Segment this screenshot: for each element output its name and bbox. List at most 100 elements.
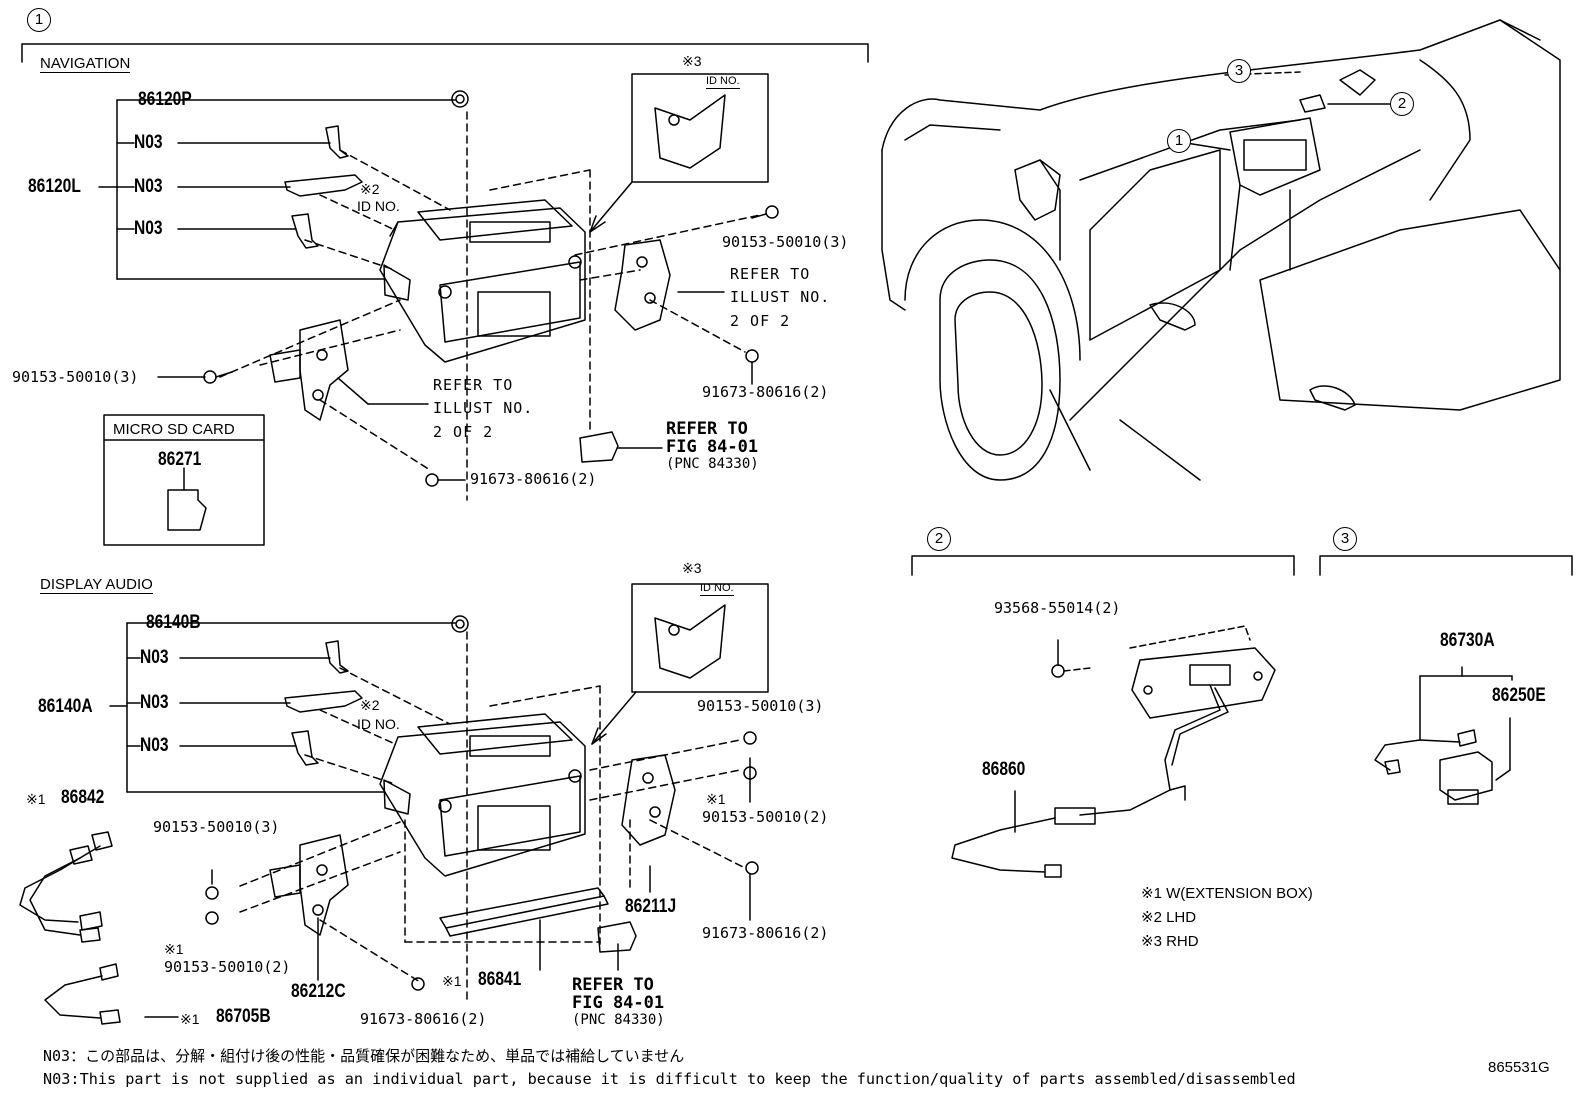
nav-inset-id-no: ID NO. — [706, 75, 740, 89]
nav-refer-center-line-3: 2 OF 2 — [433, 422, 494, 441]
da-head-unit — [379, 713, 586, 877]
legend-item-1: ※1 W(EXTENSION BOX) — [1141, 885, 1313, 902]
da-assy-86140A: 86140A — [38, 696, 93, 717]
nav-screw-right-label: 90153-50010(3) — [722, 233, 849, 251]
section-2-frame — [911, 555, 1295, 576]
da-rhd-inset — [591, 583, 769, 745]
s3-assy-86730A: 86730A — [1440, 630, 1495, 651]
micro-sd-part-86271: 86271 — [158, 449, 202, 470]
da-refer-fig-line-3: (PNC 84330) — [572, 1011, 665, 1028]
da-screws — [205, 731, 759, 991]
da-right-bracket — [621, 754, 676, 846]
nav-n03-clip-1 — [325, 125, 349, 159]
da-n03-clip-2 — [291, 730, 319, 766]
legend-item-3: ※3 RHD — [1141, 933, 1199, 950]
da-screw-left-bottom-note: ※1 — [164, 941, 184, 957]
nav-dashed-lines — [219, 111, 761, 501]
s2-bolt-label: 93568-55014(2) — [994, 599, 1121, 617]
section-1-frame — [21, 43, 869, 63]
da-bolt-bottom-label: 91673-80616(2) — [360, 1010, 487, 1028]
footnote-japanese: N03：この部品は、分解・組付け後の性能・品質確保が困難なため、単品では補給して… — [43, 1047, 685, 1065]
nav-refer-fig-line-2: FIG 84-01 — [666, 436, 759, 457]
nav-screw-left-label: 90153-50010(3) — [12, 368, 139, 386]
nav-screw-right — [751, 205, 779, 219]
s3-part-86250E: 86250E — [1492, 685, 1546, 706]
nav-head-unit — [379, 199, 586, 363]
da-cable-86705b — [44, 963, 121, 1025]
da-cable-note: ※1 — [442, 973, 462, 989]
nav-refer-center: REFER TO ILLUST NO. 2 OF 2 — [433, 374, 533, 444]
s2-bracket-86860 — [951, 625, 1276, 878]
da-refer-fig-line-1: REFER TO — [572, 975, 654, 995]
da-refer-fig-line-2: FIG 84-01 — [572, 992, 665, 1013]
nav-left-bracket — [269, 319, 349, 421]
nav-refer-center-line-1: REFER TO — [433, 376, 514, 394]
da-screw-right-top-label: 90153-50010(3) — [697, 697, 824, 715]
nav-refer-fig-line-1: REFER TO — [666, 419, 748, 439]
nav-part-86120P: 86120P — [138, 89, 192, 110]
da-screw-left-bottom-label: 90153-50010(2) — [164, 958, 291, 976]
nav-bolt-bottom — [425, 473, 466, 487]
nav-refer-right-line-2: ILLUST NO. — [730, 288, 831, 307]
da-cable-86841: 86841 — [478, 969, 522, 990]
legend-item-2: ※2 LHD — [1141, 909, 1197, 926]
nav-right-bracket — [614, 239, 671, 331]
nav-id-no: ID NO. — [357, 198, 400, 214]
da-leader-lines — [109, 622, 751, 1018]
da-bolt-right-label: 91673-80616(2) — [702, 924, 829, 942]
da-part-n03-3: N03 — [140, 735, 169, 756]
nav-refer-center-line-2: ILLUST NO. — [433, 399, 534, 418]
nav-switch — [579, 431, 663, 463]
nav-refer-right-line-1: REFER TO — [730, 265, 811, 283]
nav-part-n03-2: N03 — [134, 176, 163, 197]
nav-refer-fig-line-3: (PNC 84330) — [666, 455, 759, 472]
nav-rhd-inset — [589, 73, 769, 233]
da-screw-left-top-label: 90153-50010(3) — [153, 818, 280, 836]
micro-sd-title: MICRO SD CARD — [113, 421, 235, 438]
da-screw-right-mid-label: 90153-50010(2) — [702, 808, 829, 826]
nav-note-rhd: ※3 — [682, 53, 702, 69]
da-cable-86705B: 86705B — [216, 1006, 271, 1027]
s2-part-86860: 86860 — [982, 759, 1026, 780]
nav-n03-plate — [284, 174, 363, 197]
nav-refer-fig: REFER TO FIG 84-01 (PNC 84330) — [666, 419, 759, 472]
legend: ※1 W(EXTENSION BOX) ※2 LHD ※3 RHD — [1141, 882, 1313, 954]
da-note-lhd: ※2 — [360, 697, 380, 713]
vehicle-callout-1: 1 — [1167, 129, 1191, 153]
nav-bolt-bottom-label: 91673-80616(2) — [470, 470, 597, 488]
s3-86730a — [1374, 666, 1513, 805]
nav-n03-clip-2 — [291, 213, 319, 249]
footnote-english: N03:This part is not supplied as an indi… — [43, 1070, 1296, 1088]
nav-refer-right-line-3: 2 OF 2 — [730, 311, 791, 330]
da-extension-plate — [439, 887, 609, 937]
nav-part-n03-1: N03 — [134, 132, 163, 153]
nav-bolt-right — [745, 349, 759, 385]
da-refer-fig: REFER TO FIG 84-01 (PNC 84330) — [572, 975, 665, 1028]
nav-refer-right: REFER TO ILLUST NO. 2 OF 2 — [730, 263, 830, 333]
da-n03-clip-1 — [325, 640, 349, 674]
nav-refer-leader — [337, 291, 725, 405]
da-harness-86842 — [19, 831, 113, 943]
da-knob — [451, 615, 469, 633]
nav-leader-lines — [98, 99, 456, 378]
da-part-86140B: 86140B — [146, 612, 201, 633]
da-harness-86842: 86842 — [61, 787, 105, 808]
da-bracket-right-86211J: 86211J — [625, 896, 677, 917]
nav-bolt-right-label: 91673-80616(2) — [702, 383, 829, 401]
section-marker-2: 2 — [927, 527, 951, 551]
section-marker-3: 3 — [1333, 527, 1357, 551]
nav-note-lhd: ※2 — [360, 181, 380, 197]
da-id-no: ID NO. — [357, 716, 400, 732]
da-part-n03-2: N03 — [140, 692, 169, 713]
micro-sd-frame — [103, 414, 265, 546]
vehicle-callout-2: 2 — [1390, 92, 1414, 116]
da-inset-id-no: ID NO. — [700, 582, 734, 596]
da-note-rhd: ※3 — [682, 560, 702, 576]
da-screw-right-mid-note: ※1 — [706, 791, 726, 807]
nav-part-n03-3: N03 — [134, 218, 163, 239]
section-3-frame — [1319, 555, 1573, 576]
vehicle-callout-3: 3 — [1227, 59, 1251, 83]
nav-heading: NAVIGATION — [40, 55, 131, 73]
da-switch — [597, 921, 637, 953]
